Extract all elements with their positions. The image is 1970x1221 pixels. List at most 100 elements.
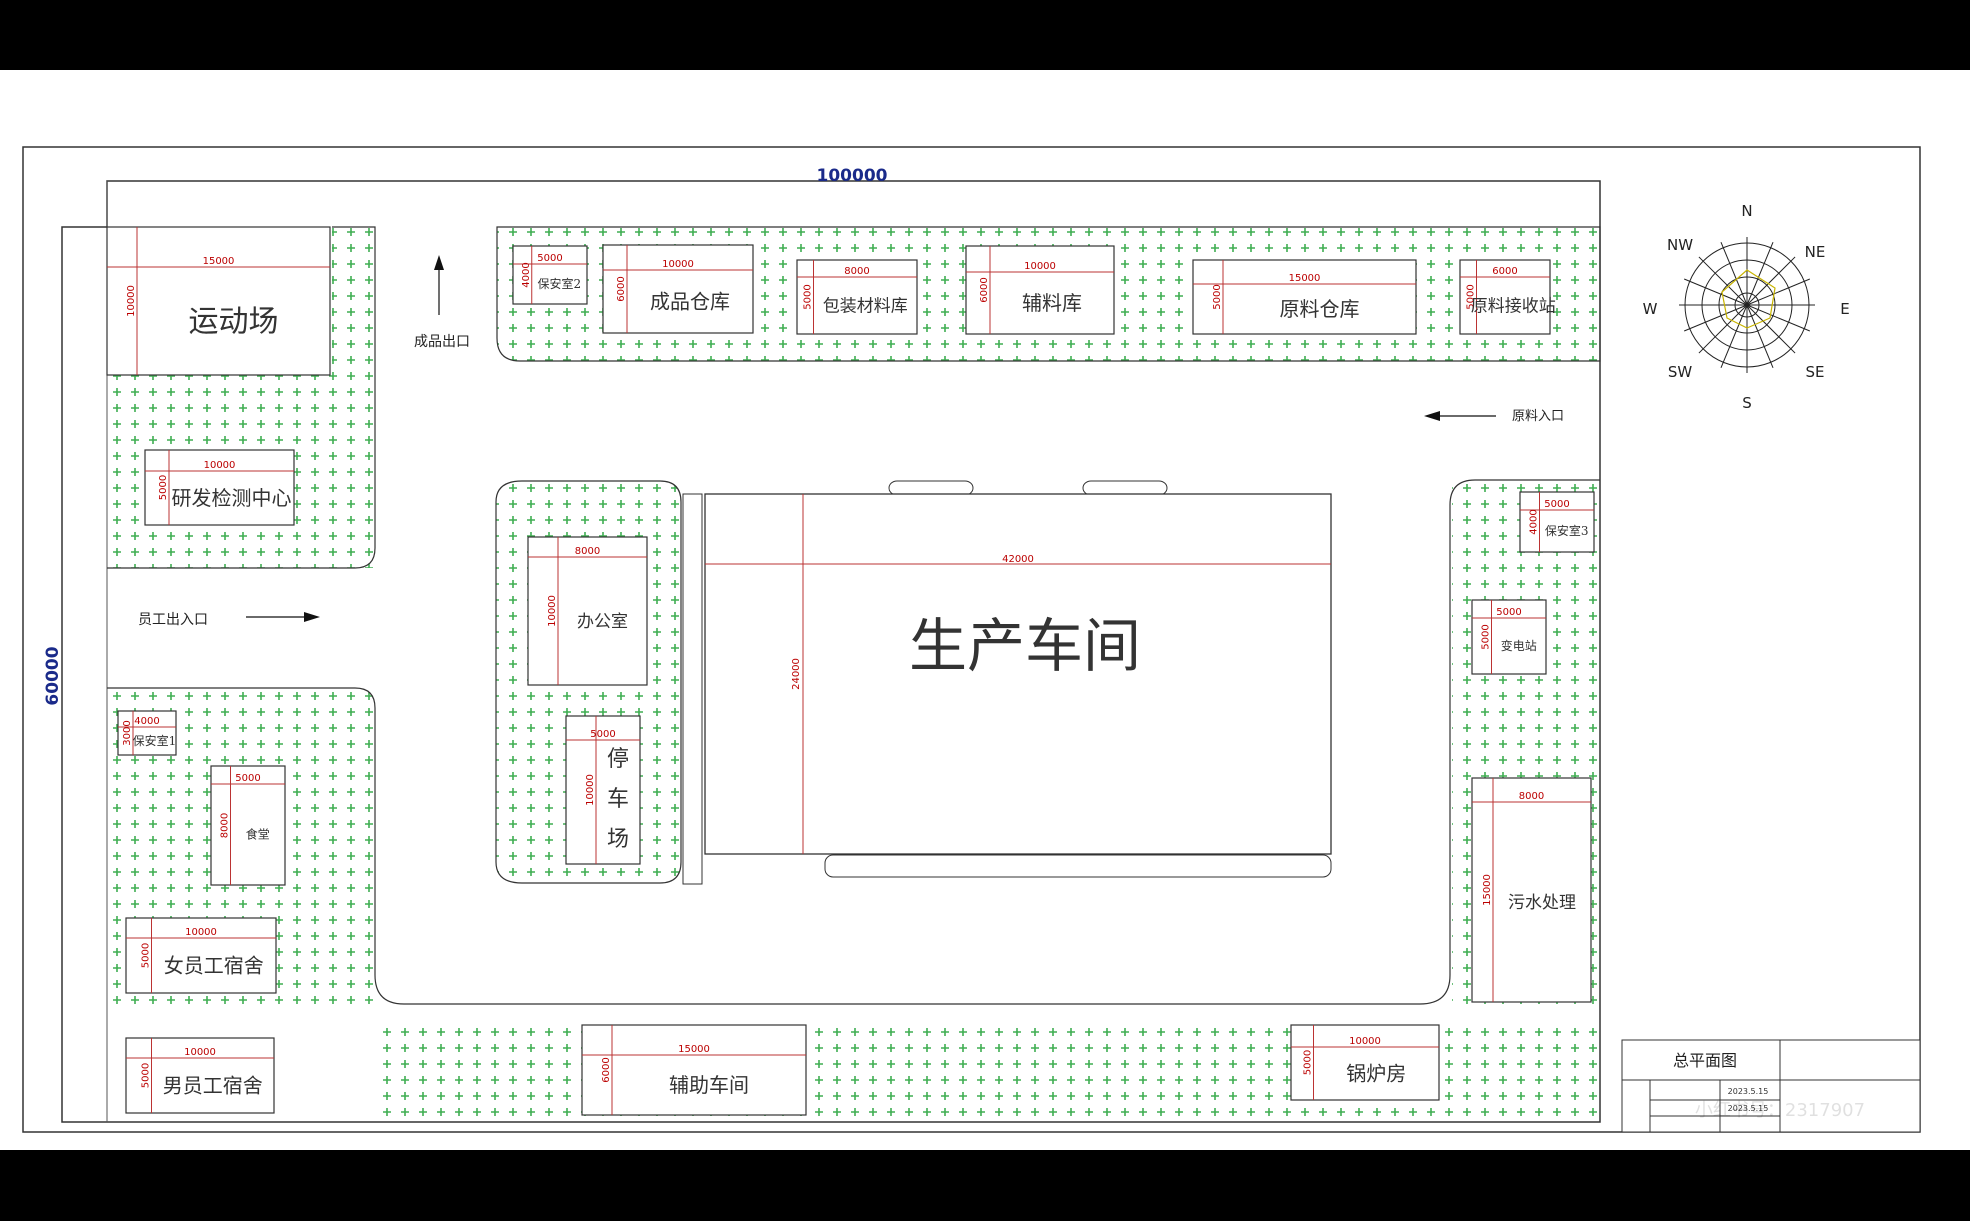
boiler-room-depth-dim: 5000: [1303, 1050, 1314, 1075]
substation-label: 变电站: [1501, 638, 1537, 653]
raw-material-receiving-width-dim: 6000: [1492, 266, 1517, 277]
sewage-treatment[interactable]: 8000 15000 污水处理: [1471, 777, 1592, 1003]
packaging-material-store-depth-dim: 5000: [803, 284, 814, 309]
compass-spoke: [1746, 241, 1774, 306]
packaging-material-store-width-dim: 8000: [844, 266, 869, 277]
auxiliary-material-store-label: 辅料库: [1022, 291, 1082, 315]
raw-material-warehouse[interactable]: 15000 5000 原料仓库: [1192, 259, 1417, 335]
raw-material-warehouse-depth-dim: 5000: [1212, 284, 1223, 309]
rd-testing-center-outline: [144, 449, 295, 526]
product-exit-arrowhead: [434, 255, 444, 270]
sports-field-outline: [106, 226, 331, 376]
product-exit-label: 成品出口: [414, 334, 470, 350]
raw-entrance-arrowhead: [1424, 411, 1440, 421]
auxiliary-workshop-width-dim: 15000: [678, 1044, 710, 1055]
boiler-room-outline: [1290, 1024, 1440, 1101]
compass-nw: NW: [1667, 236, 1693, 254]
parking-outline: [565, 715, 641, 865]
sports-field-label: 运动场: [189, 305, 279, 340]
compass-se: SE: [1806, 363, 1825, 381]
compass-sw: SW: [1668, 363, 1693, 381]
finished-goods-warehouse-width-dim: 10000: [662, 259, 694, 270]
sewage-treatment-width-dim: 8000: [1519, 791, 1544, 802]
raw-material-warehouse-label: 原料仓库: [1280, 297, 1360, 321]
compass-s: S: [1742, 394, 1752, 412]
boiler-room-width-dim: 10000: [1349, 1036, 1381, 1047]
compass-spoke: [1720, 241, 1748, 306]
workshop-depth-dim: 24000: [791, 658, 802, 690]
workshop-outline[interactable]: [704, 493, 1332, 855]
guard-room-3-outline: [1519, 491, 1595, 553]
office-label: 办公室: [577, 612, 628, 632]
guard-room-3-depth-dim: 4000: [1529, 509, 1540, 534]
rd-testing-center-width-dim: 10000: [204, 460, 236, 471]
parking-width-dim: 5000: [590, 729, 615, 740]
guard-room-2-depth-dim: 4000: [521, 262, 532, 287]
title-block-date-2: 2023.5.15: [1728, 1104, 1769, 1113]
guard-room-1-label: 保安室1: [133, 733, 177, 748]
compass-spokes: [1679, 237, 1815, 373]
wind-frequency-polygon: [1721, 269, 1776, 329]
guard-room-1-width-dim: 4000: [134, 716, 159, 727]
compass-n: N: [1741, 202, 1752, 220]
raw-material-warehouse-width-dim: 15000: [1289, 273, 1321, 284]
raw-material-receiving-depth-dim: 5000: [1466, 284, 1477, 309]
compass-spoke: [1746, 278, 1811, 306]
male-staff-dormitory-width-dim: 10000: [184, 1047, 216, 1058]
staff-entrance-label: 员工出入口: [138, 612, 208, 628]
sewage-treatment-label: 污水处理: [1508, 893, 1576, 913]
sewage-treatment-depth-dim: 15000: [1482, 874, 1493, 906]
sports-field-depth-dim: 10000: [126, 285, 137, 317]
title-block: 总平面图 2023.5.15 2023.5.15: [1621, 1039, 1921, 1133]
packaging-material-store[interactable]: 8000 5000 包装材料库: [796, 259, 918, 335]
guard-room-2-outline: [512, 245, 588, 305]
male-staff-dormitory-label: 男员工宿舍: [163, 1074, 263, 1098]
workshop-platform: [824, 854, 1332, 878]
raw-material-receiving-label: 原料接收站: [1471, 296, 1556, 316]
guard-room-2-width-dim: 5000: [537, 253, 562, 264]
substation-depth-dim: 5000: [1481, 624, 1492, 649]
island-divider: [682, 493, 703, 885]
packaging-material-store-label: 包装材料库: [823, 296, 908, 316]
rd-testing-center-label: 研发检测中心: [172, 486, 292, 510]
boiler-room[interactable]: 10000 5000 锅炉房: [1290, 1024, 1440, 1101]
compass-spoke: [1698, 304, 1748, 354]
raw-entrance-label: 原料入口: [1512, 409, 1564, 424]
female-staff-dormitory-label: 女员工宿舍: [164, 954, 264, 978]
auxiliary-workshop-outline: [581, 1024, 807, 1116]
workshop-canopy-1: [888, 480, 974, 496]
workshop-width-dim: 42000: [1002, 554, 1034, 565]
raw-material-receiving-outline: [1459, 259, 1551, 335]
compass-spoke: [1683, 304, 1748, 332]
staff-entrance-arrowhead: [304, 612, 320, 622]
boiler-room-label: 锅炉房: [1346, 1062, 1406, 1086]
compass-spoke: [1746, 304, 1811, 332]
canteen-depth-dim: 8000: [220, 813, 231, 838]
auxiliary-material-store-depth-dim: 6000: [979, 277, 990, 302]
office-depth-dim: 10000: [547, 595, 558, 627]
overall-height-dim: 60000: [43, 646, 63, 705]
office-outline: [527, 536, 648, 686]
auxiliary-material-store-outline: [965, 245, 1115, 335]
female-staff-dormitory-depth-dim: 5000: [141, 943, 152, 968]
compass-spoke: [1698, 256, 1748, 306]
finished-goods-warehouse-label: 成品仓库: [650, 290, 730, 314]
